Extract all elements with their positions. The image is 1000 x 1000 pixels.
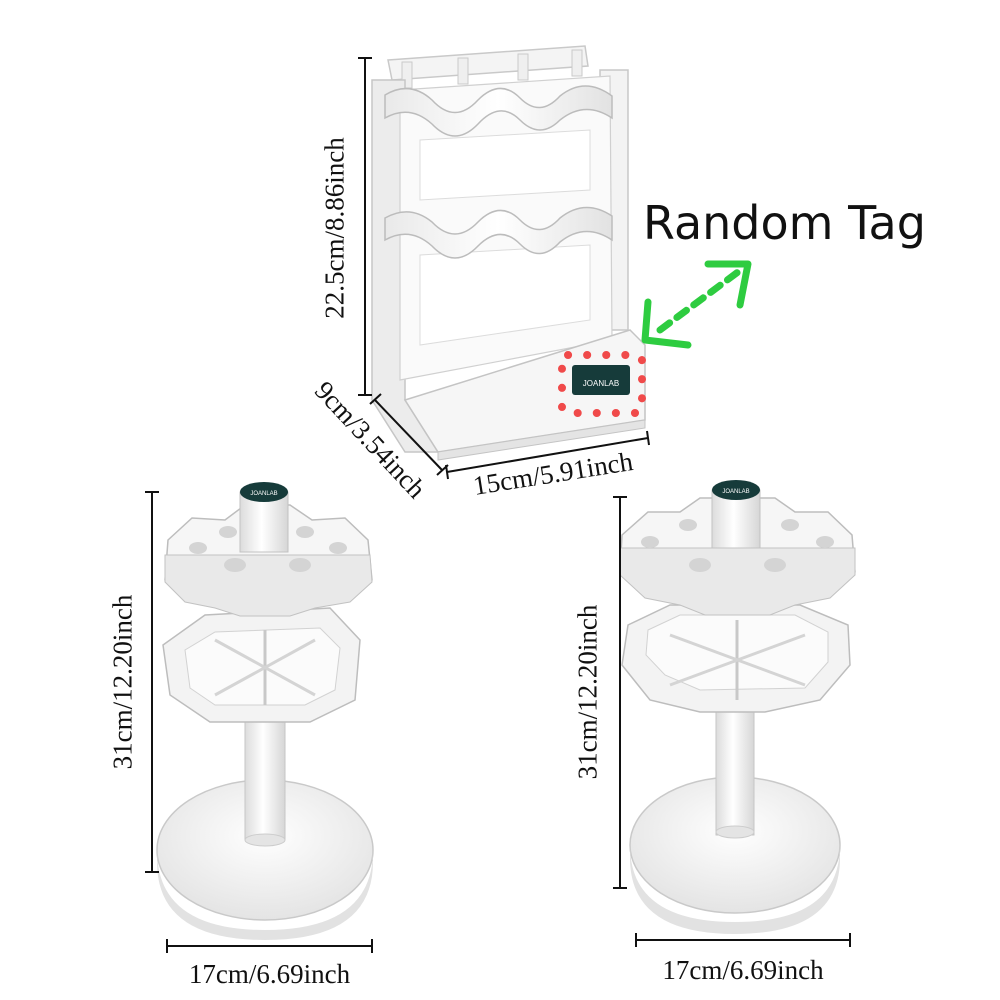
carousel-left-height-label: 31cm/12.20inch — [107, 594, 138, 770]
random-tag-arrow — [641, 260, 752, 349]
rack-logo-text: JOANLAB — [583, 379, 619, 388]
carousel-stand-right: JOANLAB — [619, 480, 856, 934]
carousel-right-logo-text: JOANLAB — [722, 489, 749, 495]
carousel-right-dimension-lines — [613, 496, 851, 947]
carousel-right-height-label: 31cm/12.20inch — [572, 604, 603, 780]
carousel-stand-left: JOANLAB — [156, 482, 374, 940]
random-tag-label: Random Tag — [643, 196, 926, 250]
carousel-left-base-label: 17cm/6.69inch — [188, 959, 351, 989]
carousel-left-logo-text: JOANLAB — [250, 491, 277, 497]
pipette-rack: JOANLAB — [371, 45, 646, 461]
carousel-right-base-label: 17cm/6.69inch — [662, 955, 824, 985]
carousel-left-dimension-lines — [145, 491, 373, 953]
random-tag-highlight — [558, 351, 646, 417]
rack-dimension-lines — [358, 57, 650, 480]
rack-logo: JOANLAB — [572, 365, 630, 395]
rack-height-label: 22.5cm/8.86inch — [319, 137, 350, 319]
